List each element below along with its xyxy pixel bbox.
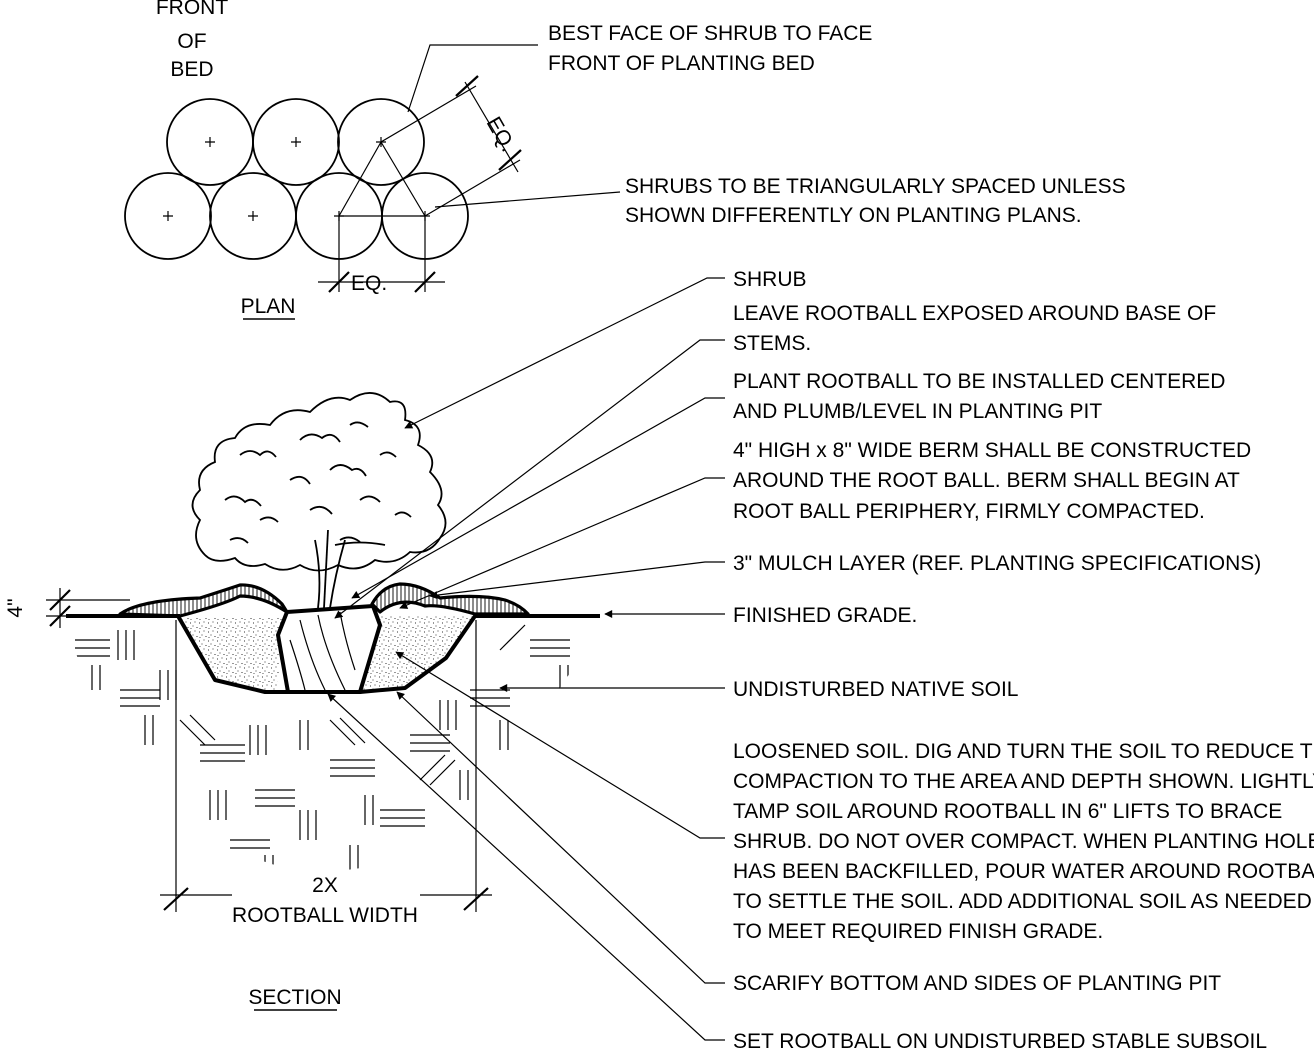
section-view: 4" 2X ROOTBALL WIDTH SECTION bbox=[4, 268, 1314, 1053]
callout-plant-rootball-centered: AND PLUMB/LEVEL IN PLANTING PIT bbox=[733, 400, 1102, 423]
pit-width-label: 2X bbox=[312, 874, 338, 897]
planting-pit-outline bbox=[176, 614, 288, 694]
front-of-bed-label: FRONT bbox=[156, 0, 228, 19]
plan-callout-triangular: SHRUBS TO BE TRIANGULARLY SPACED UNLESS bbox=[625, 175, 1126, 198]
planting-pit-outline bbox=[359, 614, 477, 694]
callout-berm: 4" HIGH x 8" WIDE BERM SHALL BE CONSTRUC… bbox=[733, 439, 1251, 462]
shrub-stems bbox=[314, 529, 386, 609]
shrub-canopy bbox=[191, 392, 447, 572]
mulch-berm-left bbox=[118, 583, 289, 618]
callout-undisturbed-soil: UNDISTURBED NATIVE SOIL bbox=[733, 678, 1019, 701]
callout-leave-rootball-exposed: STEMS. bbox=[733, 332, 811, 355]
shrub-circles bbox=[124, 98, 469, 260]
front-of-bed-label: OF bbox=[177, 30, 206, 53]
plan-view: FRONT OF BED bbox=[124, 0, 1126, 320]
plan-callout-best-face: BEST FACE OF SHRUB TO FACE bbox=[548, 22, 872, 45]
callout-loosened-soil: HAS BEEN BACKFILLED, POUR WATER AROUND R… bbox=[733, 860, 1314, 883]
shrub-plan-circle bbox=[337, 98, 425, 186]
plan-title: PLAN bbox=[241, 295, 296, 318]
callout-scarify: SCARIFY BOTTOM AND SIDES OF PLANTING PIT bbox=[733, 972, 1221, 995]
callout-plant-rootball-centered: PLANT ROOTBALL TO BE INSTALLED CENTERED bbox=[733, 370, 1225, 393]
callout-loosened-soil: TAMP SOIL AROUND ROOTBALL IN 6" LIFTS TO… bbox=[733, 800, 1282, 823]
loosened-soil-left bbox=[178, 618, 287, 692]
callout-berm: ROOT BALL PERIPHERY, FIRMLY COMPACTED. bbox=[733, 500, 1205, 523]
loosened-soil-right bbox=[360, 616, 475, 692]
callout-loosened-soil: LOOSENED SOIL. DIG AND TURN THE SOIL TO … bbox=[733, 740, 1314, 763]
spacing-lines bbox=[338, 141, 426, 292]
plan-callout-triangular: SHOWN DIFFERENTLY ON PLANTING PLANS. bbox=[625, 204, 1082, 227]
berm-height-label: 4" bbox=[4, 598, 27, 617]
callout-loosened-soil: TO MEET REQUIRED FINISH GRADE. bbox=[733, 920, 1103, 943]
plan-leaders bbox=[407, 44, 621, 208]
callout-loosened-soil: COMPACTION TO THE AREA AND DEPTH SHOWN. … bbox=[733, 770, 1314, 793]
callout-loosened-soil: TO SETTLE THE SOIL. ADD ADDITIONAL SOIL … bbox=[733, 890, 1312, 913]
berm-height-dimension: 4" bbox=[4, 588, 130, 628]
eq-horizontal-dimension: EQ. bbox=[318, 271, 445, 295]
front-of-bed-label: BED bbox=[170, 58, 213, 81]
callout-leave-rootball-exposed: LEAVE ROOTBALL EXPOSED AROUND BASE OF bbox=[733, 302, 1216, 325]
callout-berm: AROUND THE ROOT BALL. BERM SHALL BEGIN A… bbox=[733, 469, 1240, 492]
callout-loosened-soil: SHRUB. DO NOT OVER COMPACT. WHEN PLANTIN… bbox=[733, 830, 1314, 853]
eq-horizontal-label: EQ. bbox=[351, 272, 387, 295]
mulch-berm-right bbox=[370, 582, 530, 616]
callout-set-rootball: SET ROOTBALL ON UNDISTURBED STABLE SUBSO… bbox=[733, 1030, 1267, 1053]
pit-width-label: ROOTBALL WIDTH bbox=[232, 904, 418, 927]
callout-finished-grade: FINISHED GRADE. bbox=[733, 604, 917, 627]
shrub-plan-circle bbox=[124, 172, 212, 260]
callout-shrub: SHRUB bbox=[733, 268, 807, 291]
section-leaders bbox=[327, 277, 725, 1041]
section-title: SECTION bbox=[248, 986, 341, 1009]
section-callouts: SHRUB LEAVE ROOTBALL EXPOSED AROUND BASE… bbox=[733, 268, 1314, 1053]
plan-callout-best-face: FRONT OF PLANTING BED bbox=[548, 52, 815, 75]
eq-diagonal-dimension: EQ. bbox=[380, 75, 522, 217]
shrub-plan-circle bbox=[252, 98, 340, 186]
callout-mulch-layer: 3" MULCH LAYER (REF. PLANTING SPECIFICAT… bbox=[733, 552, 1261, 575]
pit-width-dimension: 2X ROOTBALL WIDTH bbox=[160, 620, 492, 927]
